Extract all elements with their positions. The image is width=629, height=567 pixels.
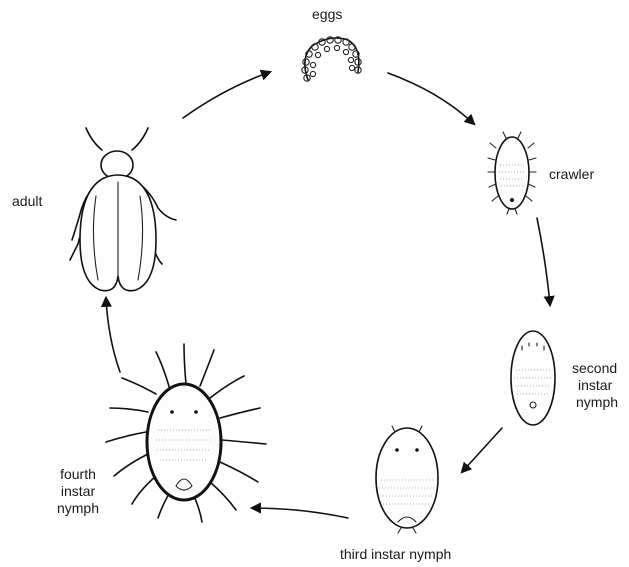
label-second-line2: instar bbox=[572, 377, 629, 394]
arrow-adult-to-eggs bbox=[183, 72, 270, 118]
label-eggs: eggs bbox=[312, 6, 342, 23]
label-second-instar: second instar nymph bbox=[572, 360, 629, 411]
label-second-line1: second bbox=[572, 360, 629, 377]
label-crawler: crawler bbox=[549, 166, 594, 183]
arrow-eggs-to-crawler bbox=[388, 73, 474, 124]
label-fourth-instar: fourth instar nymph bbox=[52, 466, 104, 517]
fourth-instar-illustration bbox=[106, 344, 266, 522]
crawler-illustration bbox=[488, 132, 536, 214]
label-fourth-line2: instar bbox=[52, 483, 104, 500]
label-fourth-line3: nymph bbox=[52, 500, 104, 517]
arrow-third-to-fourth bbox=[252, 508, 348, 518]
label-third-instar: third instar nymph bbox=[340, 546, 451, 563]
second-instar-illustration bbox=[511, 331, 555, 425]
adult-illustration bbox=[70, 128, 176, 291]
arrow-crawler-to-second bbox=[537, 218, 550, 305]
arrow-second-to-third bbox=[462, 428, 502, 472]
label-second-line3: nymph bbox=[572, 394, 629, 411]
label-adult: adult bbox=[12, 193, 42, 210]
arrow-fourth-to-adult bbox=[106, 298, 120, 372]
label-fourth-line1: fourth bbox=[52, 466, 104, 483]
eggs-illustration bbox=[302, 37, 361, 81]
third-instar-illustration bbox=[376, 426, 438, 533]
